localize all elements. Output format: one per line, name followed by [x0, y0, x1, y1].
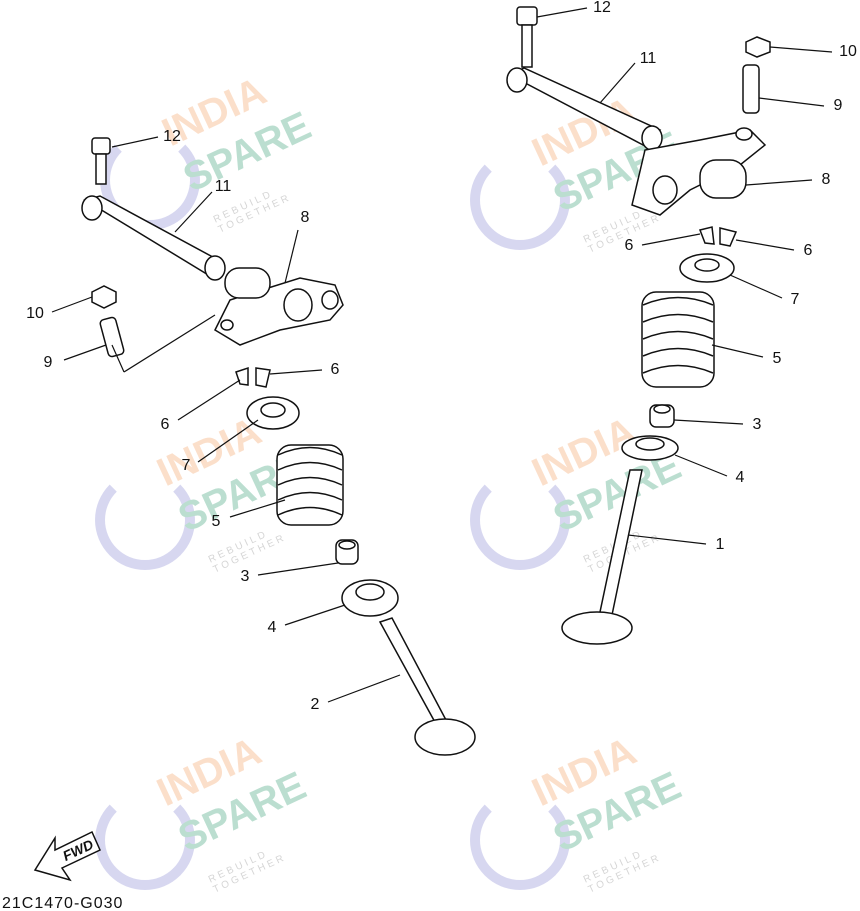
left-seal-3 — [335, 539, 359, 565]
callout-right-7: 7 — [790, 291, 800, 308]
right-spring-5 — [641, 291, 715, 388]
right-screw-9 — [742, 64, 760, 114]
left-bolt-12 — [91, 137, 111, 185]
left-seat-4 — [341, 579, 399, 617]
callout-right-1: 1 — [715, 536, 725, 553]
diagram-code: 21C1470-G030 — [2, 895, 124, 911]
right-retainer-7 — [679, 253, 735, 283]
callout-left-3: 3 — [240, 568, 250, 585]
right-bolt-12 — [516, 6, 538, 68]
right-nut-10 — [745, 36, 771, 58]
left-rocker-arm-8 — [214, 267, 344, 346]
right-valve-1 — [561, 469, 643, 645]
callout-right-4: 4 — [735, 469, 745, 486]
callout-right-9: 9 — [833, 97, 843, 114]
callout-right-3: 3 — [752, 416, 762, 433]
callout-left-9: 9 — [43, 354, 53, 371]
fwd-arrow-icon — [33, 830, 101, 882]
callout-left-2: 2 — [310, 696, 320, 713]
callout-left-10: 10 — [26, 305, 44, 322]
callout-right-11: 11 — [639, 50, 657, 67]
callout-left-12: 12 — [163, 128, 181, 145]
callout-left-8: 8 — [300, 209, 310, 226]
callout-left-11: 11 — [214, 178, 232, 195]
leader-lines — [51, 7, 833, 703]
callout-left-6a: 6 — [330, 361, 340, 378]
callout-right-5: 5 — [772, 350, 782, 367]
left-screw-9 — [99, 316, 125, 358]
callout-left-7: 7 — [181, 457, 191, 474]
callout-right-10: 10 — [839, 43, 857, 60]
left-retainer-7 — [246, 396, 300, 430]
callout-right-12: 12 — [593, 0, 611, 16]
right-seat-4 — [621, 435, 679, 461]
right-rocker-arm-8 — [631, 127, 767, 216]
callout-right-6a: 6 — [624, 237, 634, 254]
left-cotters-6 — [235, 366, 271, 388]
right-cotters-6 — [698, 226, 738, 247]
callout-left-6b: 6 — [160, 416, 170, 433]
right-shaft-11 — [506, 67, 663, 151]
callout-right-6b: 6 — [803, 242, 813, 259]
left-shaft-11 — [81, 195, 226, 281]
callout-left-5: 5 — [211, 513, 221, 530]
left-nut-10 — [91, 285, 117, 309]
callout-right-8: 8 — [821, 171, 831, 188]
right-seal-3 — [649, 404, 675, 428]
callout-left-4: 4 — [267, 619, 277, 636]
left-valve-2 — [378, 617, 476, 756]
left-spring-5 — [276, 444, 344, 526]
